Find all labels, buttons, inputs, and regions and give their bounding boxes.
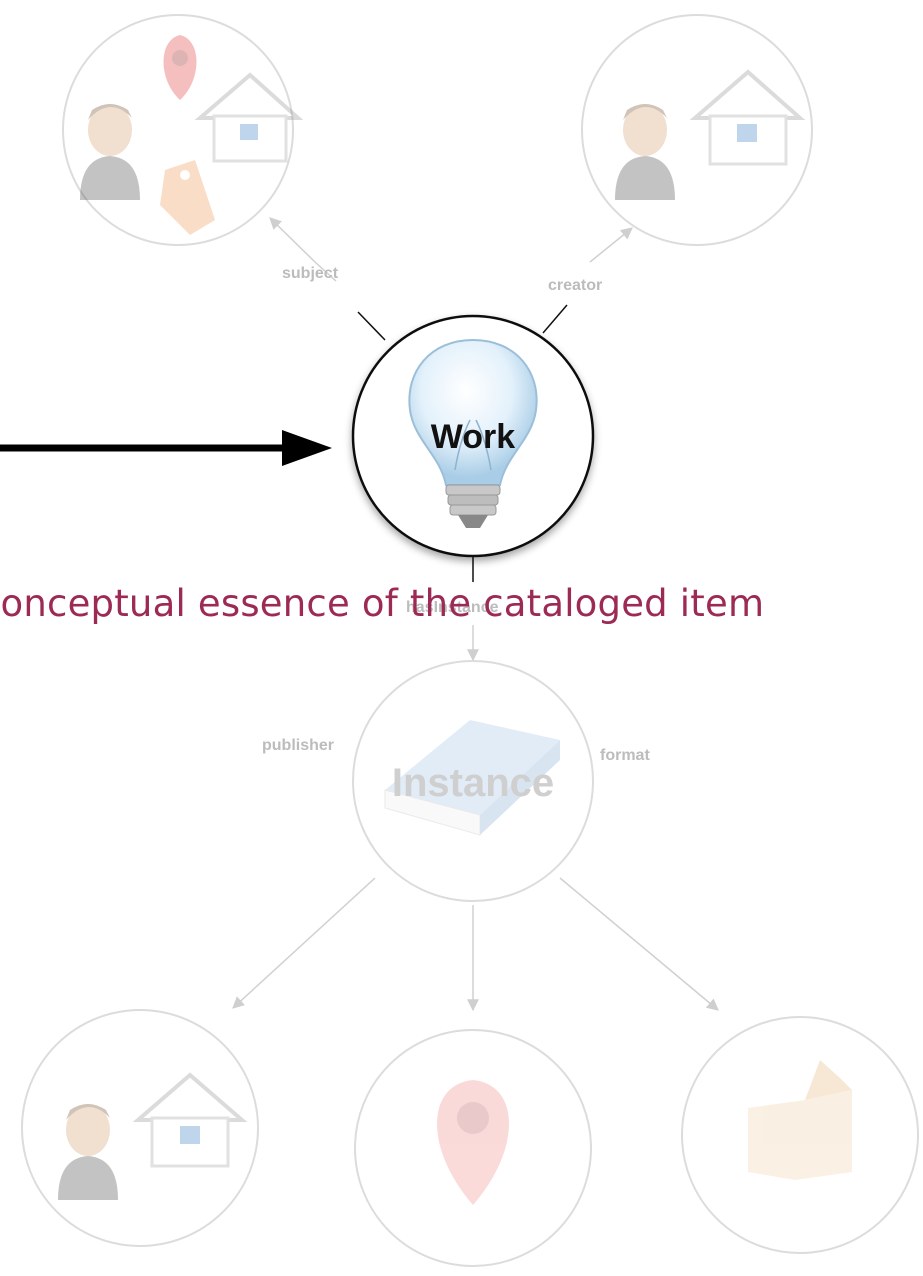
node-subject[interactable]: [62, 14, 304, 246]
edge-label-subject: subject: [282, 265, 339, 282]
book-icon: [384, 720, 560, 836]
edge-publisher: publisher: [232, 737, 376, 1009]
caption-text: conceptual essence of the cataloged item: [0, 582, 765, 625]
work-edge-subject-stub: [357, 311, 386, 341]
pointer-arrow: [0, 430, 332, 466]
person-icon: [58, 1104, 118, 1200]
edge-subject: subject: [269, 217, 339, 282]
box-icon: [748, 1060, 852, 1180]
edge-label-creator: creator: [548, 277, 602, 294]
node-work[interactable]: Work: [351, 314, 595, 558]
work-edge-creator-stub: [542, 304, 568, 334]
house-icon: [689, 69, 806, 166]
location-pin-icon: [437, 1080, 509, 1205]
node-format[interactable]: [681, 1016, 919, 1254]
caption: conceptual essence of the cataloged item: [0, 578, 923, 638]
node-title-work: Work: [431, 418, 515, 456]
tag-icon: [160, 160, 215, 235]
node-title-instance: Instance: [392, 761, 554, 805]
house-icon: [194, 72, 304, 163]
node-publisher[interactable]: [21, 1009, 259, 1247]
location-pin-icon: [163, 35, 197, 100]
node-published-at[interactable]: [354, 1029, 592, 1267]
lightbulb-icon: [408, 338, 538, 528]
node-instance[interactable]: Instance: [352, 660, 594, 902]
house-icon: [132, 1072, 248, 1168]
edge-has-instance: hasInstance: [406, 599, 499, 662]
person-icon: [80, 104, 140, 200]
edge-format: format: [559, 747, 719, 1011]
edge-label-has-instance: hasInstance: [406, 599, 499, 616]
person-icon: [615, 104, 675, 200]
node-creator[interactable]: [581, 14, 813, 246]
edge-label-publisher: publisher: [262, 737, 334, 754]
edge-creator: creator: [548, 227, 633, 294]
edge-label-format: format: [600, 747, 650, 764]
